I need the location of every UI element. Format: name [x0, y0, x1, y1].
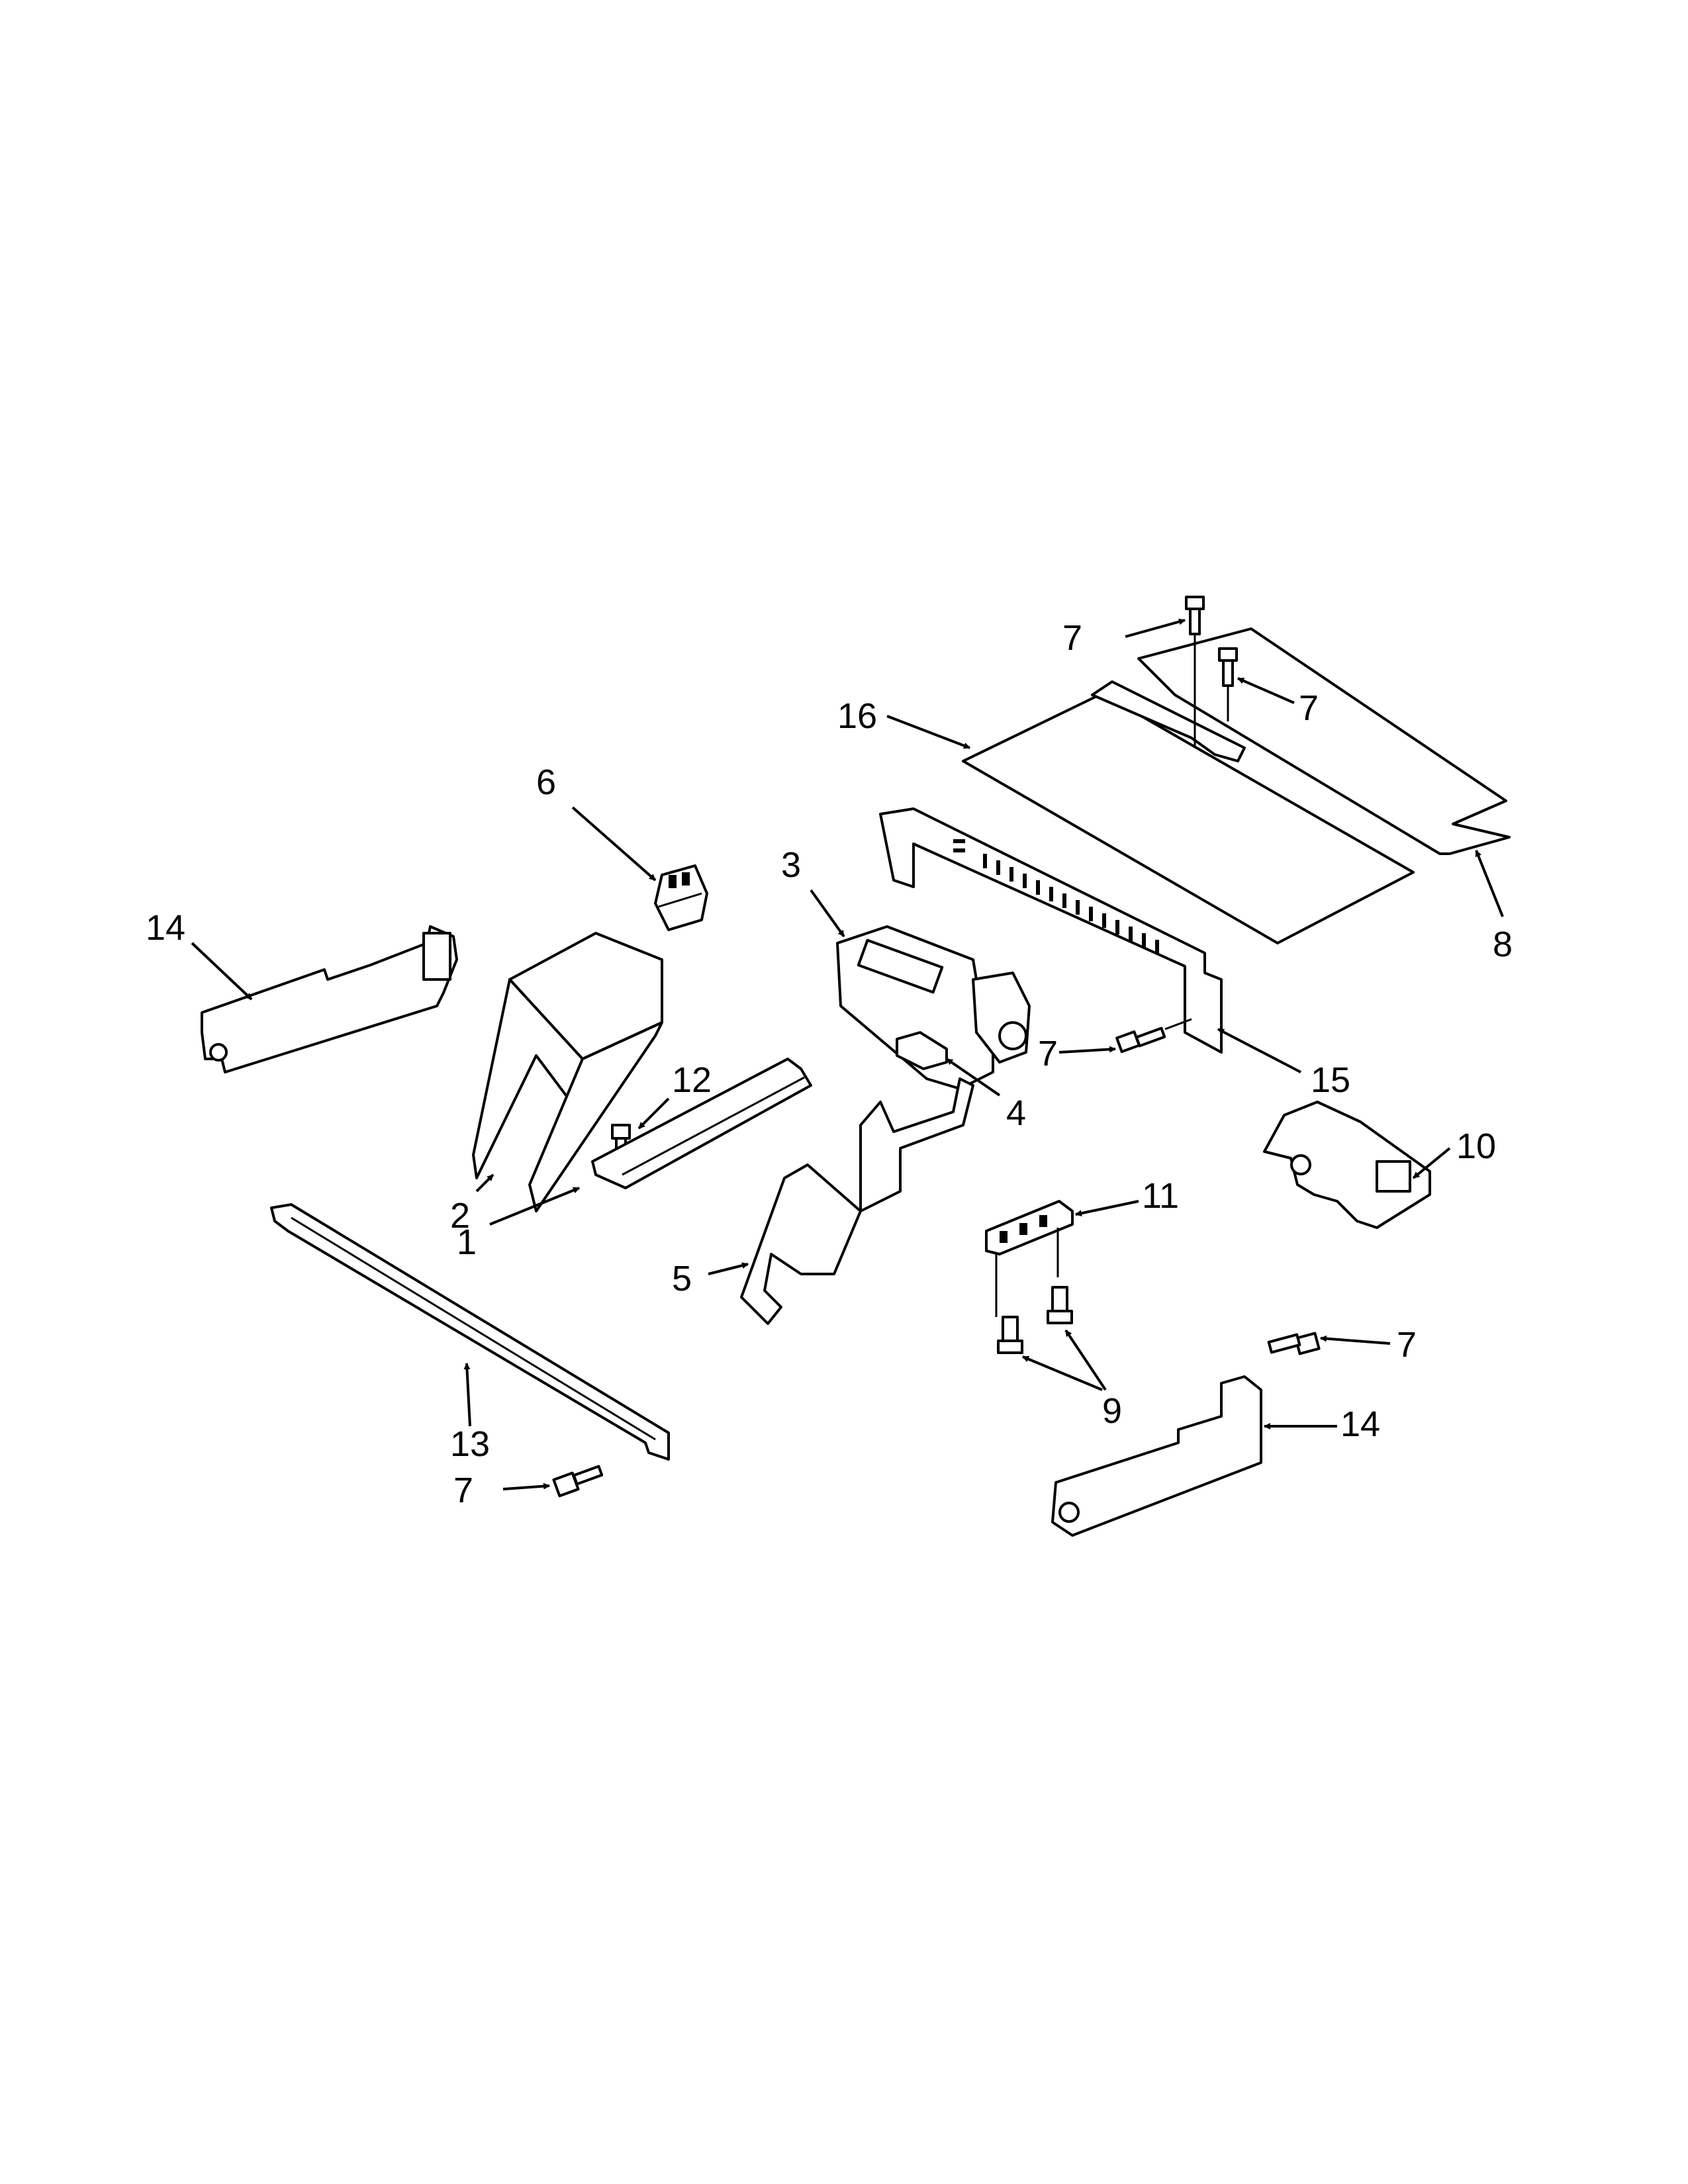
- part-10-plate: [1263, 1101, 1431, 1229]
- callout-9: 9: [1102, 1391, 1122, 1431]
- part-5-curved-shield: [740, 1077, 974, 1325]
- callout-14: 14: [1340, 1404, 1380, 1444]
- callout-7: 7: [453, 1471, 473, 1510]
- callout-labels: 7 7 16 8 6 3 14 12 7 15 4 10 2 1 11 5 7 …: [146, 618, 1513, 1510]
- callout-7: 7: [1062, 618, 1082, 658]
- screw-7-top-b: [1218, 647, 1238, 721]
- callout-11: 11: [1142, 1176, 1179, 1216]
- part-1-bar: [591, 1058, 812, 1189]
- part-3-valve-assembly: [836, 925, 1031, 1090]
- part-14-right-bracket: [1051, 1375, 1262, 1537]
- callout-2: 2: [450, 1196, 470, 1236]
- callout-7: 7: [1038, 1034, 1058, 1073]
- callout-7: 7: [1299, 688, 1319, 728]
- screw-7-top-a: [1185, 596, 1205, 748]
- part-13-rail: [270, 1203, 670, 1461]
- callout-10: 10: [1456, 1126, 1496, 1166]
- screw-7-bracket: [1115, 1018, 1192, 1054]
- part-14-left-bracket: [201, 925, 458, 1073]
- callout-12: 12: [672, 1060, 712, 1100]
- part-15-vented-bracket: [879, 807, 1223, 1054]
- part-9-screw-b: [1047, 1286, 1073, 1324]
- callout-6: 6: [536, 762, 556, 802]
- callout-3: 3: [781, 845, 801, 885]
- part-6-relay: [654, 864, 708, 931]
- screw-7-bottom: [552, 1465, 604, 1498]
- part-9-screw-a: [997, 1316, 1023, 1354]
- callout-7: 7: [1397, 1325, 1417, 1365]
- part-2-duct: [472, 932, 663, 1212]
- callout-1: 1: [457, 1222, 477, 1262]
- callout-4: 4: [1006, 1093, 1026, 1133]
- callout-5: 5: [672, 1259, 692, 1298]
- leader-arrows: [191, 618, 1504, 1490]
- callout-16: 16: [837, 696, 877, 736]
- callout-14: 14: [146, 908, 185, 948]
- screw-7-right: [1267, 1332, 1321, 1355]
- part-16-top-panel: [962, 680, 1415, 944]
- callout-15: 15: [1311, 1060, 1350, 1100]
- part-11-terminal-block: [985, 1200, 1074, 1317]
- callout-13: 13: [450, 1424, 490, 1464]
- callout-8: 8: [1493, 925, 1513, 964]
- vent-slots: [953, 839, 1159, 954]
